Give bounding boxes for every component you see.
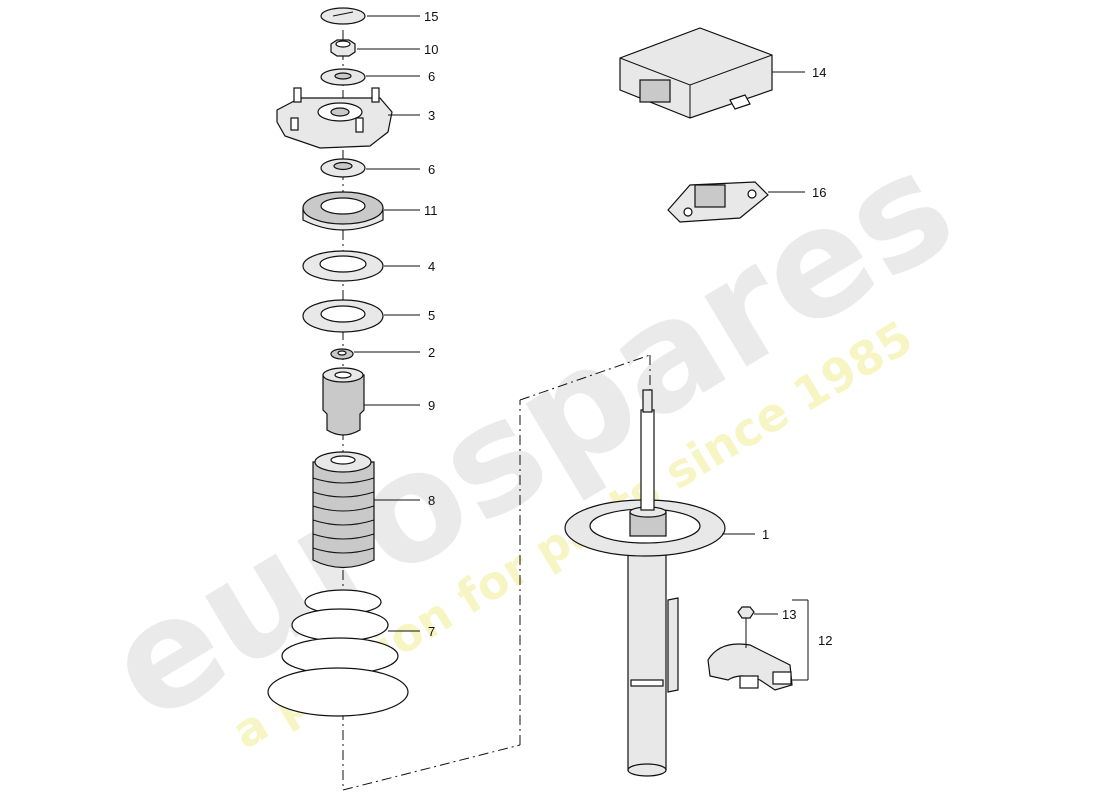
callout-2: 2 — [428, 345, 435, 360]
callout-14: 14 — [812, 65, 826, 80]
callout-9: 9 — [428, 398, 435, 413]
part-15-cap — [320, 7, 366, 25]
part-6-washer-top — [320, 68, 366, 86]
leader-lines — [354, 15, 809, 681]
part-14-control-unit — [619, 27, 773, 119]
part-6-washer-lower — [320, 158, 366, 178]
part-2-ring — [330, 348, 354, 360]
callout-15: 15 — [424, 9, 438, 24]
part-11-bearing — [302, 191, 384, 231]
part-1-shock-strut — [564, 389, 726, 777]
callout-10: 10 — [424, 42, 438, 57]
callout-7: 7 — [428, 624, 435, 639]
callout-3: 3 — [428, 108, 435, 123]
callout-6-lower: 6 — [428, 162, 435, 177]
callout-13: 13 — [782, 607, 796, 622]
callout-6-top: 6 — [428, 69, 435, 84]
part-4-seat — [302, 250, 384, 282]
watermark-brand: eurospares — [79, 118, 982, 756]
callout-4: 4 — [428, 259, 435, 274]
part-8-dust-boot — [312, 451, 375, 569]
callout-12: 12 — [818, 633, 832, 648]
callout-1: 1 — [762, 527, 769, 542]
watermark: eurospares a passion for parts since 198… — [79, 118, 982, 759]
callout-11: 11 — [424, 203, 438, 218]
callout-labels: 15 10 6 3 6 11 4 5 2 9 8 7 1 14 16 13 12 — [424, 9, 832, 648]
part-12-clamp — [707, 643, 793, 691]
callout-5: 5 — [428, 308, 435, 323]
part-9-bump-stop — [322, 367, 365, 436]
part-16-sensor — [667, 181, 769, 223]
callout-8: 8 — [428, 493, 435, 508]
callout-16: 16 — [812, 185, 826, 200]
part-13-nut — [737, 606, 755, 619]
part-7-coil-spring — [267, 589, 409, 717]
part-5-seat — [302, 299, 384, 333]
part-3-strut-mount — [276, 87, 393, 149]
part-10-nut — [330, 39, 356, 57]
